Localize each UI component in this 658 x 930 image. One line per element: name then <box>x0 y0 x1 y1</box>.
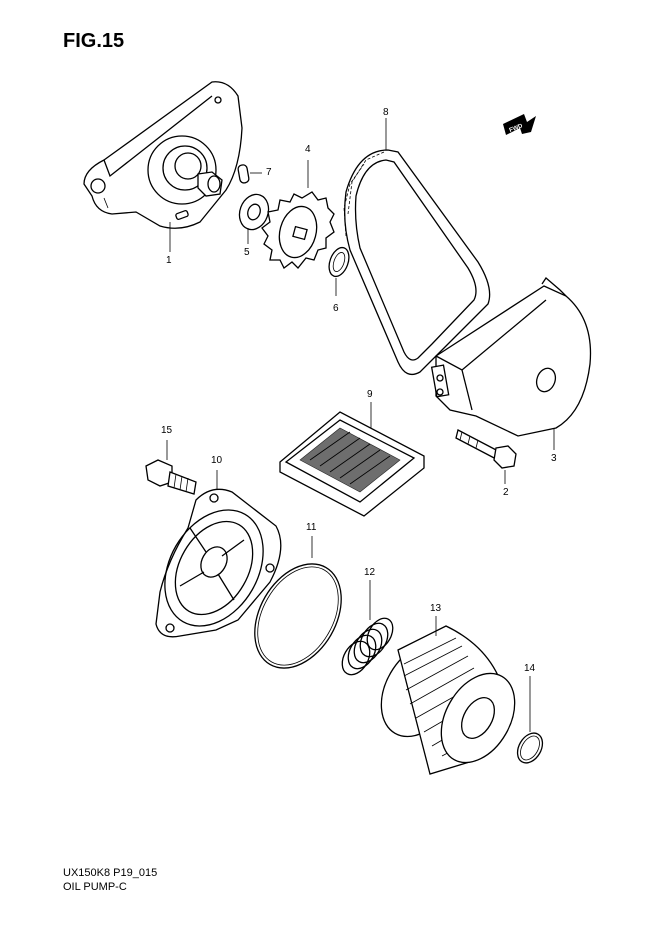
diagram-name: OIL PUMP-C <box>63 881 127 893</box>
part-8-drive-chain <box>343 118 491 376</box>
diagram-footer: UX150K8 P19_015 OIL PUMP-C <box>63 866 157 894</box>
diagram-code: UX150K8 P19_015 <box>63 867 158 879</box>
figure-title: FIG.15 <box>63 30 125 52</box>
part-13-oil-filter <box>380 616 516 775</box>
part-7-dowel-pin <box>237 164 262 184</box>
callout-9: 9 <box>367 389 373 400</box>
callout-11: 11 <box>306 522 317 533</box>
part-10-filter-cap <box>155 470 282 638</box>
callout-2: 2 <box>503 487 509 498</box>
callout-13: 13 <box>430 603 442 614</box>
part-4-sprocket <box>261 160 335 269</box>
part-5-washer <box>238 193 270 244</box>
callout-3: 3 <box>551 453 557 464</box>
part-3-chain-cover <box>430 277 592 450</box>
part-1-oil-pump-body <box>83 81 243 229</box>
part-6-circlip <box>328 246 350 296</box>
callout-10: 10 <box>211 455 223 466</box>
fwd-label: FWD <box>509 123 525 134</box>
part-12-spring <box>341 580 394 676</box>
callout-12: 12 <box>364 567 376 578</box>
part-2-bolt <box>455 429 517 484</box>
callout-7: 7 <box>266 167 272 178</box>
part-14-small-o-ring <box>516 676 544 764</box>
callout-6: 6 <box>333 303 339 314</box>
callout-5: 5 <box>244 247 250 258</box>
callout-8: 8 <box>383 107 389 118</box>
part-15-bolt <box>145 440 197 495</box>
callout-15: 15 <box>161 425 173 436</box>
callout-4: 4 <box>305 144 311 155</box>
callout-1: 1 <box>166 255 172 266</box>
fwd-arrow-icon: FWD <box>503 114 536 135</box>
callout-14: 14 <box>524 663 536 674</box>
part-9-oil-strainer <box>279 402 425 517</box>
part-11-o-ring <box>254 536 342 669</box>
